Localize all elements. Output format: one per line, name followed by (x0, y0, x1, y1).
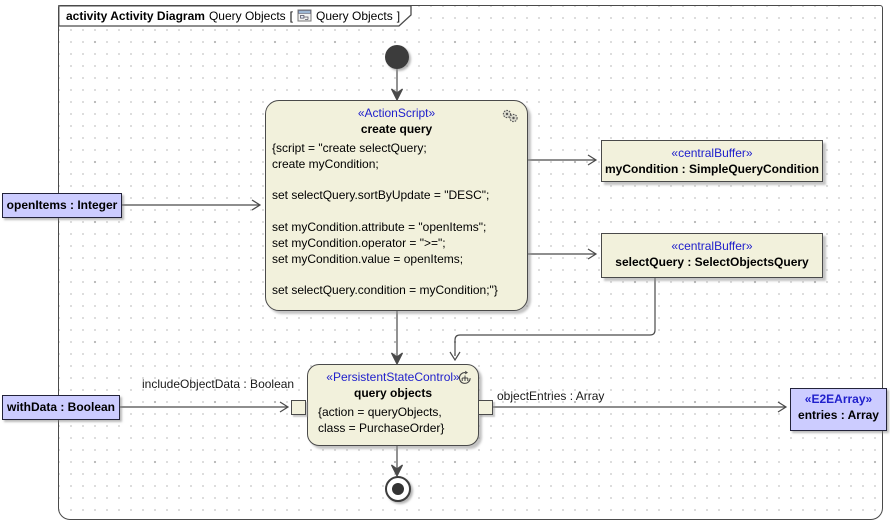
query-objects-title: query objects (353, 386, 433, 400)
activity-diagram-icon (297, 9, 312, 22)
script-line: create myCondition; (272, 156, 379, 171)
parameter-node-withdata[interactable]: withData : Boolean (2, 395, 120, 420)
action-node-create-query[interactable]: «ActionScript» create query {script = "c… (265, 100, 528, 311)
diagram-title-bracket-close: ] (396, 9, 401, 23)
script-line: set myCondition.operator = ">="; (272, 235, 446, 250)
script-line (272, 173, 523, 189)
diagram-title-keyword: activity Activity Diagram (66, 9, 205, 23)
script-line: set myCondition.value = openItems; (272, 251, 464, 266)
query-objects-param-line: {action = queryObjects, (318, 405, 442, 419)
entries-stereotype: «E2EArray» (804, 392, 873, 406)
diagram-title-name: Query Objects (208, 9, 286, 23)
entries-label: entries : Array (798, 408, 879, 422)
edge-label-object-entries: objectEntries : Array (497, 389, 605, 403)
gears-icon (502, 109, 518, 123)
query-objects-param-line: class = PurchaseOrder} (318, 420, 445, 435)
parameter-node-entries[interactable]: «E2EArray» entries : Array (790, 388, 887, 431)
withdata-label: withData : Boolean (6, 400, 115, 414)
central-buffer-selectquery[interactable]: «centralBuffer» selectQuery : SelectObje… (601, 233, 823, 278)
call-behavior-icon (458, 370, 471, 384)
mycondition-label: myCondition : SimpleQueryCondition (605, 162, 819, 176)
selectquery-stereotype: «centralBuffer» (671, 239, 753, 253)
script-line (272, 267, 523, 283)
create-query-script: {script = "create selectQuery; create my… (266, 138, 527, 299)
script-line (272, 204, 523, 220)
diagram-title-bracket-open: [ (289, 9, 293, 23)
edge-label-include-object-data: includeObjectData : Boolean (142, 377, 295, 391)
initial-node[interactable] (385, 45, 409, 69)
query-objects-stereotype: «PersistentStateControl» (326, 370, 460, 384)
create-query-title: create query (360, 122, 433, 136)
selectquery-label: selectQuery : SelectObjectsQuery (615, 255, 809, 269)
action-node-query-objects[interactable]: «PersistentStateControl» query objects {… (307, 364, 479, 446)
activity-final-node[interactable] (385, 476, 411, 502)
script-line: set selectQuery.sortByUpdate = "DESC"; (272, 188, 490, 203)
central-buffer-mycondition[interactable]: «centralBuffer» myCondition : SimpleQuer… (601, 140, 823, 182)
script-line: set myCondition.attribute = "openItems"; (272, 219, 487, 234)
output-pin-object-entries[interactable] (478, 400, 493, 415)
script-line: set selectQuery.condition = myCondition;… (272, 283, 498, 298)
openitems-label: openItems : Integer (6, 198, 118, 212)
activity-final-dot (392, 483, 404, 495)
input-pin-include-object-data[interactable] (291, 400, 306, 415)
script-line: {script = "create selectQuery; (272, 141, 427, 155)
diagram-title-bracket-label: Query Objects (316, 9, 393, 23)
parameter-node-openitems[interactable]: openItems : Integer (2, 193, 122, 218)
mycondition-stereotype: «centralBuffer» (671, 146, 753, 160)
create-query-stereotype: «ActionScript» (357, 106, 436, 120)
